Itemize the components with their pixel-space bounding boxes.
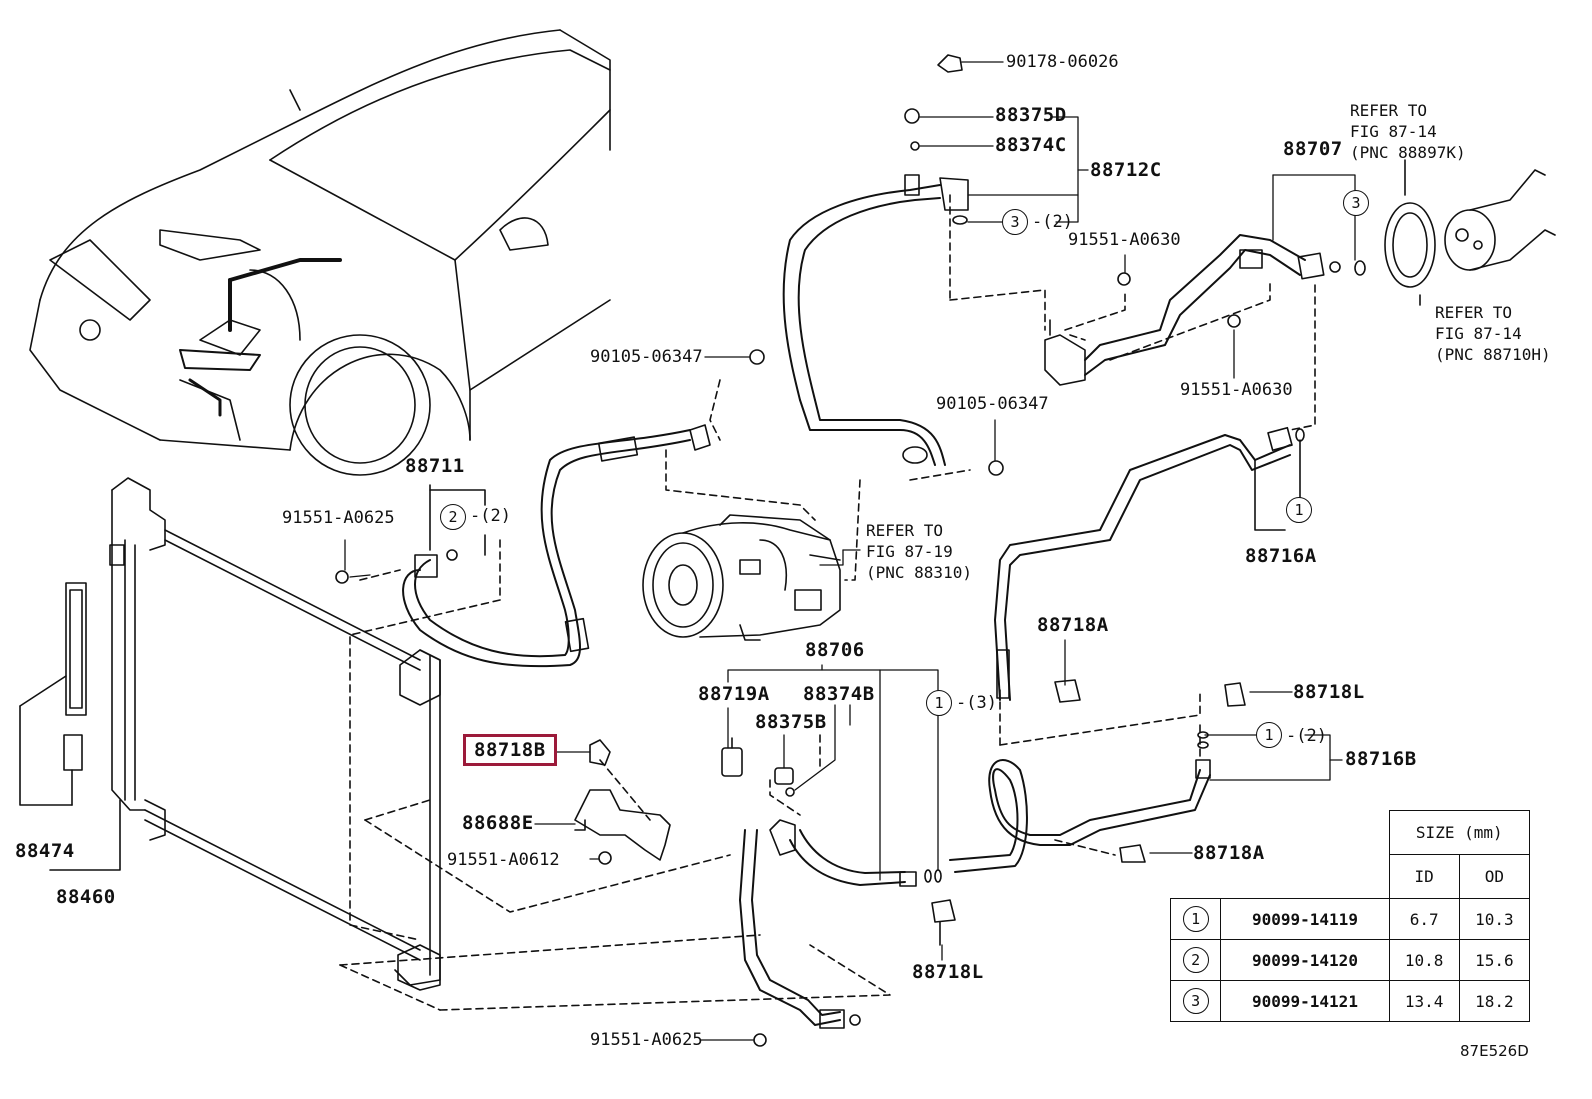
label-90105-06347-mid[interactable]: 90105-06347 — [936, 394, 1049, 414]
hose-88712C — [782, 174, 969, 466]
diagram-code: 87E526D — [1460, 1042, 1529, 1060]
label-88718L-bottom[interactable]: 88718L — [912, 961, 984, 983]
callout-2-left: 2 — [440, 504, 466, 530]
label-88474[interactable]: 88474 — [15, 840, 75, 862]
leader-lines — [344, 61, 1356, 1041]
label-88374B[interactable]: 88374B — [803, 683, 875, 705]
refer-fig-87-19-line2[interactable]: FIG 87-19 — [866, 542, 953, 561]
label-88375B[interactable]: 88375B — [755, 711, 827, 733]
line-88707 — [1044, 234, 1366, 386]
bracket-88688E — [574, 739, 671, 861]
label-88706[interactable]: 88706 — [805, 639, 865, 661]
table-row-part[interactable]: 90099-14119 — [1220, 898, 1390, 940]
leader-88711 — [429, 484, 486, 506]
refer-fig-87-14-k-line2[interactable]: FIG 87-14 — [1350, 122, 1437, 141]
table-row-circle: 2 — [1182, 947, 1209, 973]
table-row-id: 10.8 — [1388, 939, 1460, 981]
label-88711[interactable]: 88711 — [405, 455, 465, 477]
vehicle-sketch — [29, 29, 611, 476]
label-91551-A0630-bottom[interactable]: 91551-A0630 — [1180, 380, 1293, 400]
label-88375D[interactable]: 88375D — [995, 104, 1067, 126]
table-row: 2 90099-14120 10.8 15.6 — [1169, 939, 1531, 981]
table-row: 1 90099-14119 6.7 10.3 — [1169, 898, 1531, 940]
table-row-od: 15.6 — [1458, 939, 1531, 981]
table-row-id: 13.4 — [1388, 980, 1460, 1022]
refer-fig-87-14-h-line1: REFER TO — [1435, 303, 1513, 322]
table-header-size: SIZE (mm) — [1388, 810, 1531, 855]
table-row-id: 6.7 — [1388, 898, 1460, 940]
label-88718B-highlighted[interactable]: 88718B — [463, 734, 557, 766]
label-88712C[interactable]: 88712C — [1090, 159, 1162, 181]
line-88706 — [721, 737, 942, 1029]
refer-fig-87-19-line3: (PNC 88310) — [866, 563, 972, 582]
callout-1-lower-qty: -(2) — [1286, 726, 1327, 746]
callout-1-mid-qty: -(3) — [956, 693, 997, 713]
table-row-circle: 3 — [1182, 988, 1209, 1014]
clips — [931, 679, 1246, 946]
table-header-od: OD — [1458, 854, 1531, 899]
refer-fig-87-14-k-line3: (PNC 88897K) — [1350, 143, 1466, 162]
condenser-88460 — [109, 477, 441, 991]
table-row: 3 90099-14121 13.4 18.2 — [1169, 980, 1531, 1022]
label-90178-06026[interactable]: 90178-06026 — [1006, 52, 1119, 72]
label-88460[interactable]: 88460 — [56, 886, 116, 908]
callout-2-left-qty: -(2) — [470, 506, 511, 526]
receiver-88474 — [19, 582, 121, 871]
callout-1-right: 1 — [1286, 497, 1312, 523]
callout-1-mid: 1 — [926, 690, 952, 716]
label-88718A-top[interactable]: 88718A — [1037, 614, 1109, 636]
table-row-part[interactable]: 90099-14121 — [1220, 980, 1390, 1022]
table-blank-corner — [1171, 811, 1390, 855]
callout-3-right: 3 — [1343, 190, 1369, 216]
label-88716B[interactable]: 88716B — [1345, 748, 1417, 770]
label-91551-A0612[interactable]: 91551-A0612 — [447, 850, 560, 870]
label-88716A[interactable]: 88716A — [1245, 545, 1317, 567]
callout-3-top-qty: -(2) — [1032, 212, 1073, 232]
label-91551-A0630-top[interactable]: 91551-A0630 — [1068, 230, 1181, 250]
label-91551-A0625-bottom[interactable]: 91551-A0625 — [590, 1030, 703, 1050]
oring-size-table: SIZE (mm) ID OD 1 90099-14119 6.7 10.3 2… — [1169, 810, 1531, 1022]
refer-fig-87-19-line1: REFER TO — [866, 521, 944, 540]
label-88374C[interactable]: 88374C — [995, 134, 1067, 156]
label-88707[interactable]: 88707 — [1283, 138, 1343, 160]
line-88716B — [949, 731, 1211, 873]
hose-88711 — [402, 424, 711, 668]
table-blank-corner-2 — [1170, 854, 1390, 899]
refer-fig-87-14-h-line2[interactable]: FIG 87-14 — [1435, 324, 1522, 343]
label-88719A[interactable]: 88719A — [698, 683, 770, 705]
callout-3-top: 3 — [1002, 209, 1028, 235]
refer-fig-87-14-h-line3: (PNC 88710H) — [1435, 345, 1551, 364]
label-88718L-right[interactable]: 88718L — [1293, 681, 1365, 703]
table-row-part[interactable]: 90099-14120 — [1220, 939, 1390, 981]
expansion-block — [1384, 159, 1556, 306]
table-row-circle: 1 — [1182, 906, 1209, 932]
callout-1-lower: 1 — [1256, 722, 1282, 748]
label-91551-A0625-left[interactable]: 91551-A0625 — [282, 508, 395, 528]
table-row-od: 10.3 — [1458, 898, 1531, 940]
table-row-od: 18.2 — [1458, 980, 1531, 1022]
bolts — [335, 54, 1241, 1047]
refer-fig-87-14-k-line1: REFER TO — [1350, 101, 1428, 120]
line-88716A — [994, 426, 1305, 701]
compressor — [642, 514, 841, 641]
table-header-id: ID — [1388, 854, 1460, 899]
label-88688E[interactable]: 88688E — [462, 812, 534, 834]
label-90105-06347-left[interactable]: 90105-06347 — [590, 347, 703, 367]
dashed-guides — [339, 194, 1316, 1011]
